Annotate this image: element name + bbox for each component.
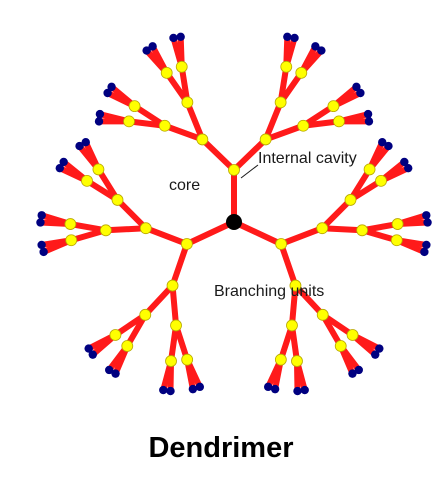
terminal-group-arm3-0-0-1-0-1 — [355, 366, 363, 374]
terminal-group-arm2-0-1-1-1-1 — [196, 383, 204, 391]
terminal-group-arm1-0-1-1-1-1 — [95, 117, 103, 125]
core-label: core — [169, 177, 200, 195]
branch-point-arm3-0-1-0-0 — [391, 235, 402, 246]
terminal-group-arm2-0-0-1-1-1 — [39, 248, 47, 256]
branch-point-arm1-0 — [229, 165, 240, 176]
branch-point-arm3-0-0-1-0 — [335, 341, 346, 352]
terminal-group-arm3-0-0-0-1-1 — [301, 386, 309, 394]
branch-point-arm3-0-0-0-1 — [291, 356, 302, 367]
branch-point-arm2-0-0-1-1 — [66, 235, 77, 246]
terminal-group-arm3-0-1-0-1-0 — [423, 218, 431, 226]
terminal-group-arm2-0-1-1-0-0 — [159, 386, 167, 394]
branch-point-arm3-0 — [276, 238, 287, 249]
bond-arm3-0-1-0 — [322, 228, 362, 230]
branch-point-arm2-0-1-0-1 — [122, 341, 133, 352]
branch-point-arm2-0-1-0-0 — [110, 329, 121, 340]
branch-point-arm2-0-0-0-1 — [81, 175, 92, 186]
branch-point-arm1-0-1-1 — [159, 120, 170, 131]
branch-point-arm1-0-1 — [197, 134, 208, 145]
bond-arm2-0-0-0 — [118, 200, 146, 228]
branch-point-arm2-0-1-1 — [171, 320, 182, 331]
branch-point-arm2-0-0-1 — [100, 225, 111, 236]
branch-point-arm3-0-1-0-1 — [392, 219, 403, 230]
branch-point-arm1-0-1-0-0 — [176, 61, 187, 72]
terminal-group-arm1-0-0-0-0-0 — [365, 117, 373, 125]
branch-point-arm3-0-0-1-1 — [347, 329, 358, 340]
cavity-pointer-line — [241, 165, 258, 178]
branch-point-arm3-0-0-0 — [286, 320, 297, 331]
bond-arm2-0-1-1 — [173, 286, 176, 326]
branch-point-arm1-0-0-0-0 — [333, 116, 344, 127]
terminal-group-arm1-0-0-0-0-1 — [364, 110, 372, 118]
branch-point-arm1-0-1-1-1 — [124, 116, 135, 127]
branch-point-arm3-0-1-1-0 — [376, 175, 387, 186]
branching-units-label: Branching units — [214, 283, 324, 301]
terminal-group-arm3-0-0-0-1-0 — [293, 387, 301, 395]
terminal-group-arm1-0-0-1-1-1 — [283, 33, 291, 41]
bond-arm2-0-0-1 — [106, 228, 146, 230]
branch-point-arm3-0-1-1-1 — [364, 164, 375, 175]
terminal-group-arm2-0-0-0-0-1 — [75, 142, 83, 150]
branch-point-arm2-0-0-0-0 — [93, 164, 104, 175]
diagram-caption: Dendrimer — [0, 432, 442, 465]
branch-point-arm1-0-0-1-1 — [281, 61, 292, 72]
branch-point-arm3-0-0-1 — [317, 309, 328, 320]
branch-point-arm1-0-1-1-0 — [129, 101, 140, 112]
terminal-group-arm3-0-1-0-1-1 — [422, 211, 430, 219]
bond-arm3-0-1-1 — [322, 200, 350, 228]
terminal-group-arm3-0-0-0-0-1 — [271, 385, 279, 393]
terminal-group-arm2-0-1-0-1-1 — [111, 369, 119, 377]
branch-point-arm2-0-1-1-0 — [166, 356, 177, 367]
dendrimer-diagram — [0, 0, 442, 430]
terminal-group-arm3-0-0-1-1-1 — [375, 344, 383, 352]
terminal-group-arm3-0-1-1-1-1 — [378, 138, 386, 146]
bond-layer — [40, 37, 427, 391]
bond-arm1-0-1 — [202, 139, 234, 170]
bond-arm2-0-1 — [173, 244, 187, 286]
branch-point-arm2-0-0 — [140, 223, 151, 234]
branch-point-arm1-0-0 — [260, 134, 271, 145]
branch-point-arm3-0-1-0 — [357, 225, 368, 236]
internal-cavity-label: Internal cavity — [258, 150, 357, 168]
branch-point-arm2-0-0-1-0 — [65, 219, 76, 230]
bond-arm2-0-0 — [146, 228, 187, 244]
branch-point-arm3-0-0-0-0 — [275, 354, 286, 365]
branch-point-arm2-0-1-0 — [140, 309, 151, 320]
terminal-group-arm1-0-1-0-0-0 — [176, 33, 184, 41]
bond-arm3-0-0 — [281, 244, 295, 286]
terminal-group-arm2-0-1-1-0-1 — [166, 387, 174, 395]
terminal-group-arm1-0-0-0-1-1 — [352, 83, 360, 91]
branch-point-arm1-0-1-0 — [182, 97, 193, 108]
bond-arm3-0-1 — [281, 228, 322, 244]
branch-point-arm2-0-1 — [167, 280, 178, 291]
branch-point-arm3-0-1-1 — [345, 194, 356, 205]
branch-point-arm1-0-0-0 — [298, 120, 309, 131]
branch-point-arm1-0-0-0-1 — [328, 101, 339, 112]
terminal-group-arm1-0-1-0-1-1 — [142, 46, 150, 54]
terminal-group-arm1-0-0-1-1-0 — [290, 34, 298, 42]
branch-point-arm1-0-0-1 — [275, 97, 286, 108]
bond-arm2-0-1-0 — [145, 286, 172, 315]
terminal-group-arm2-0-0-0-1-1 — [56, 164, 64, 172]
branch-point-arm2-0-0-0 — [112, 194, 123, 205]
terminal-group-arm1-0-1-0-0-1 — [169, 34, 177, 42]
terminal-group-arm1-0-1-1-0-1 — [103, 89, 111, 97]
terminal-group-arm2-0-0-1-0-1 — [36, 218, 44, 226]
branch-point-arm2-0-1-1-1 — [182, 354, 193, 365]
branch-point-arm3-0-1 — [317, 223, 328, 234]
terminal-group-arm3-0-1-1-0-1 — [400, 158, 408, 166]
terminal-group-arm1-0-1-1-1-0 — [96, 110, 104, 118]
branch-point-arm1-0-0-1-0 — [296, 67, 307, 78]
terminal-group-arm1-0-0-1-0-1 — [311, 42, 319, 50]
core-atom — [226, 214, 242, 230]
terminal-group-arm2-0-1-0-0-1 — [89, 350, 97, 358]
branch-point-arm2-0 — [181, 238, 192, 249]
terminal-group-arm3-0-1-0-0-1 — [422, 241, 430, 249]
terminal-group-arm2-0-0-1-0-0 — [38, 211, 46, 219]
branch-point-arm1-0-1-0-1 — [161, 67, 172, 78]
